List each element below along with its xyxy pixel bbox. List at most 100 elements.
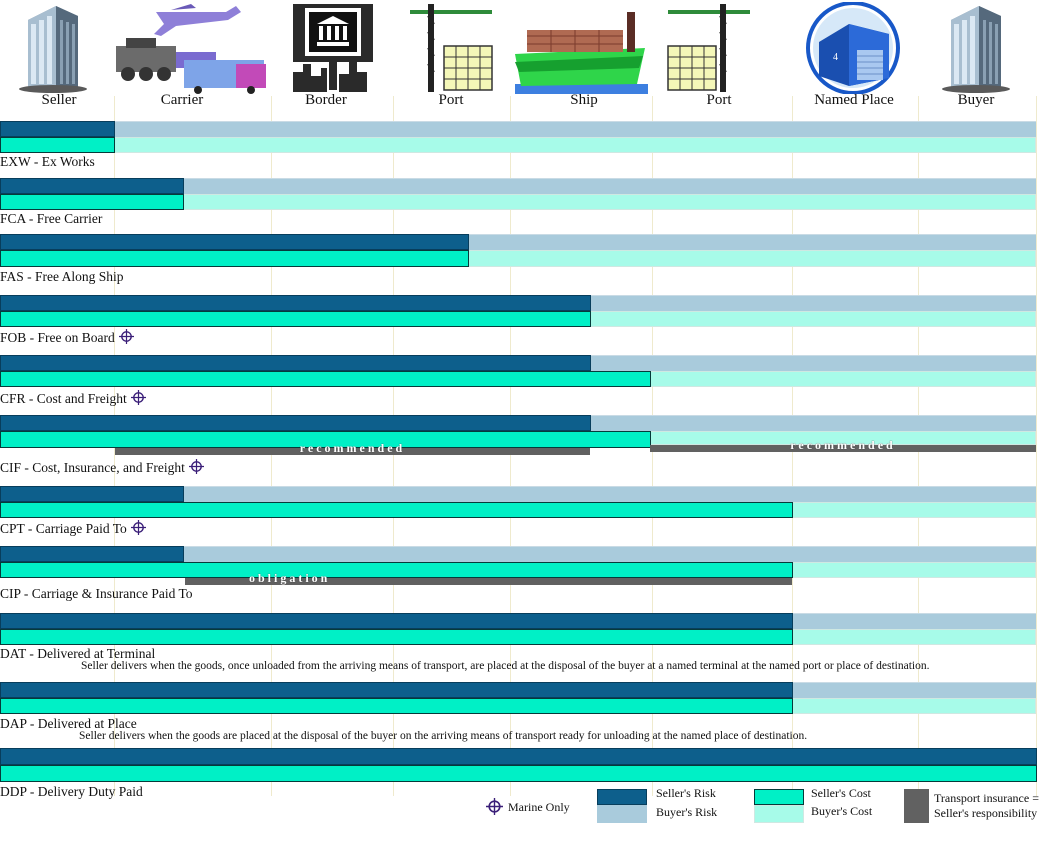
sellers-cost-bar [0,562,793,578]
buyers-risk-bar [468,234,1036,250]
insurance-recommended-bar: recommended [115,442,590,455]
location-label: Border [305,92,347,108]
term-name: DAT - Delivered at Terminal [0,646,156,661]
marine-only-icon [486,798,503,815]
marine-only-icon [188,459,204,474]
term-description: Seller delivers when the goods are place… [79,730,808,742]
port-crane-icon [667,4,750,92]
insurance-obligation-bar: obligation [185,571,792,585]
term-label-fob: FOB - Free on Board [0,329,134,346]
term-label-cpt: CPT - Carriage Paid To [0,520,146,537]
term-name: FCA - Free Carrier [0,211,103,226]
term-name: DAP - Delivered at Place [0,716,137,731]
term-label-cip: CIP - Carriage & Insurance Paid To [0,586,193,602]
sellers-risk-bar [0,234,469,250]
term-name: DDP - Delivery Duty Paid [0,784,143,799]
seller-building-icon [19,6,87,93]
sellers-risk-bar [0,486,184,502]
legend-transport-insurance-swatch [904,789,929,823]
buyers-cost-bar [650,371,1036,387]
sellers-cost-bar [0,431,651,448]
legend-sellers-responsibility: Seller's responsibility [934,806,1038,820]
buyers-risk-bar [590,415,1036,431]
legend-buyers-risk-swatch [597,805,647,823]
buyers-cost-bar [183,194,1036,210]
buyers-cost-bar [792,629,1036,645]
buyers-risk-bar [590,355,1036,371]
location-label: Buyer [957,92,995,108]
term-label-cfr: CFR - Cost and Freight [0,390,146,407]
sellers-risk-bar [0,355,591,371]
legend-marine-only: Marine Only [508,800,570,814]
insurance-recommended-bar: recommended [650,439,1036,452]
buyers-cost-bar [792,698,1036,714]
term-name: CIP - Carriage & Insurance Paid To [0,586,193,601]
buyers-risk-bar [183,486,1036,502]
legend-sellers-cost: Seller's Cost [811,786,871,800]
term-name: CPT - Carriage Paid To [0,521,127,536]
legend-sellers-risk: Seller's Risk [656,786,716,800]
svg-text:4: 4 [833,52,838,63]
sellers-cost-bar [0,250,469,267]
term-label-dat: DAT - Delivered at Terminal [0,646,155,662]
buyers-cost-bar [792,502,1036,518]
sellers-cost-bar [0,371,651,387]
sellers-cost-bar [0,629,793,645]
sellers-cost-bar [0,765,1037,782]
buyers-cost-bar [468,250,1036,267]
insurance-label: obligation [249,571,331,585]
location-label: Port [706,92,732,108]
buyers-risk-bar [183,546,1036,562]
sellers-risk-bar [0,121,115,137]
sellers-risk-bar [0,613,793,629]
term-label-cif: CIF - Cost, Insurance, and Freight [0,459,204,476]
border-building-icon [293,4,373,92]
buyer-building-icon [942,6,1010,93]
sellers-cost-bar [0,311,591,327]
cargo-ship-icon [515,12,648,94]
legend-buyers-risk: Buyer's Risk [656,805,718,819]
term-label-fca: FCA - Free Carrier [0,211,102,227]
term-name: EXW - Ex Works [0,154,95,169]
location-label: Named Place [814,92,894,108]
marine-only-icon [130,390,146,405]
legend-buyers-cost-swatch [754,805,804,823]
warehouse-icon: 4 [806,2,900,94]
buyers-cost-bar [792,562,1036,578]
term-name: FOB - Free on Board [0,330,115,345]
insurance-label: recommended [790,438,896,452]
term-label-ddp: DDP - Delivery Duty Paid [0,784,143,800]
sellers-risk-bar [0,748,1037,765]
legend-sellers-cost-swatch [754,789,804,805]
sellers-risk-bar [0,295,591,311]
buyers-cost-bar [590,311,1036,327]
marine-only-icon [130,520,146,535]
insurance-label: recommended [299,441,406,455]
sellers-cost-bar [0,698,793,714]
sellers-cost-bar [0,502,793,518]
buyers-risk-bar [792,613,1036,629]
sellers-risk-bar [0,178,184,194]
marine-only-icon [118,329,134,344]
buyers-risk-bar [792,682,1036,698]
sellers-risk-bar [0,415,591,431]
sellers-risk-bar [0,546,184,562]
location-label: Carrier [160,92,204,108]
sellers-cost-bar [0,137,115,153]
term-name: FAS - Free Along Ship [0,269,124,284]
term-label-fas: FAS - Free Along Ship [0,269,124,285]
term-name: CIF - Cost, Insurance, and Freight [0,460,185,475]
term-description: Seller delivers when the goods, once unl… [81,660,930,672]
port-crane-icon [410,4,493,92]
location-label: Port [438,92,464,108]
carrier-vehicles-icon [116,4,266,94]
buyers-cost-bar [114,137,1036,153]
term-label-dap: DAP - Delivered at Place [0,716,137,732]
buyers-risk-bar [183,178,1036,194]
location-label: Ship [570,92,598,108]
term-label-exw: EXW - Ex Works [0,154,95,170]
sellers-cost-bar [0,194,184,210]
buyers-risk-bar [590,295,1036,311]
buyers-risk-bar [114,121,1036,137]
